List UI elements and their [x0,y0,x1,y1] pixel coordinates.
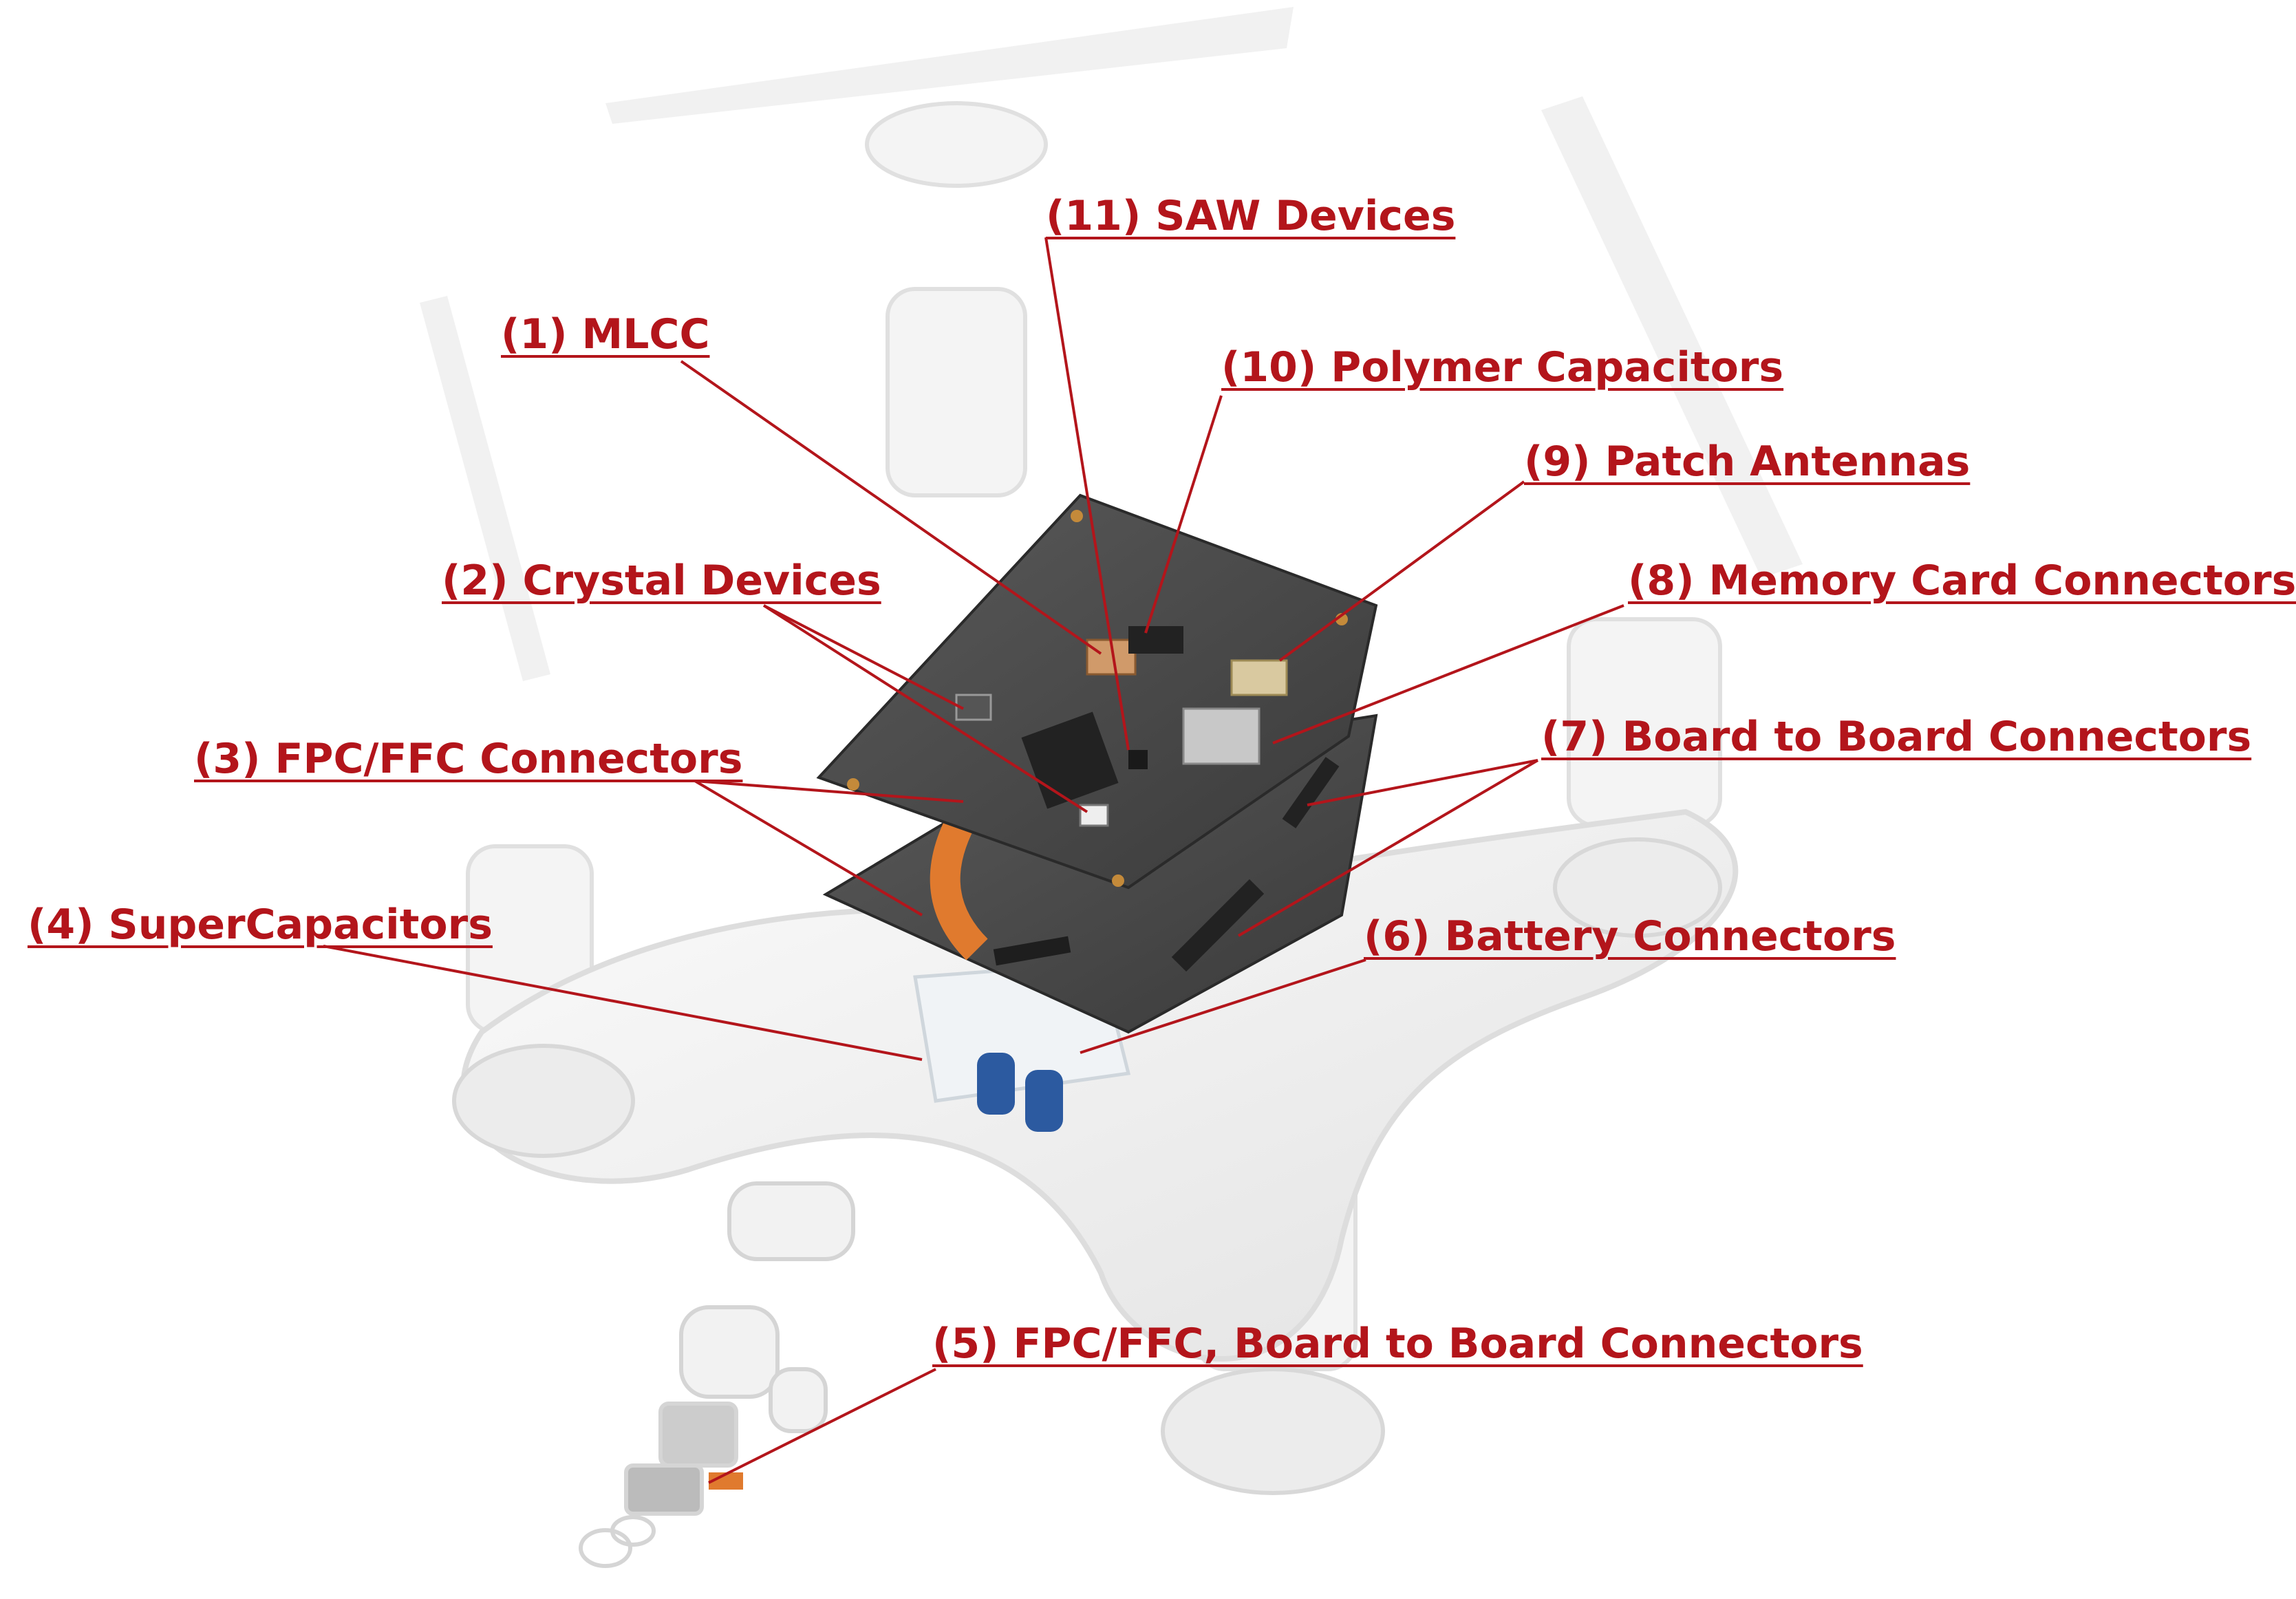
supercapacitor-1 [977,1053,1015,1115]
propeller-blades [420,7,1803,681]
patch-antenna [1230,659,1288,696]
leader-supercap [323,945,923,1061]
label-supercapacitors: (4) SuperCapacitors [28,901,493,949]
leader-patch [1278,480,1525,662]
label-battery-connectors: (6) Battery Connectors [1364,912,1896,961]
leader-saw [1044,237,1130,751]
drone-frame [452,808,1739,1495]
leader-lines [323,237,1624,1484]
saw-device [1128,750,1148,769]
board-to-board-connector [1171,879,1265,972]
leader-b2b-b [1237,759,1539,937]
leader-battery [1080,958,1366,1054]
label-board-to-board-connectors: (7) Board to Board Connectors [1541,713,2252,761]
label-camera-connectors: (5) FPC/FFC, Board to Board Connectors [932,1320,1863,1368]
label-mlcc: (1) MLCC [501,310,710,358]
supercapacitor-2 [1025,1070,1063,1132]
memory-card-connector [1182,707,1260,765]
leader-fpc-b [694,780,923,916]
polymer-capacitors [1128,626,1183,654]
leader-memcard [1272,604,1624,744]
leader-camera [708,1368,936,1484]
label-saw-devices: (11) SAW Devices [1046,192,1456,240]
board-to-board-connector-upper [1282,757,1340,828]
leader-mlcc [680,360,1102,655]
mount-holes [847,510,1348,887]
label-patch-antennas: (9) Patch Antennas [1524,438,1971,486]
crystal-device-2 [1079,804,1109,827]
label-polymer-capacitors: (10) Polymer Capacitors [1221,343,1784,391]
gimbal-camera [579,1181,855,1568]
label-memory-card-connectors: (8) Memory Card Connectors [1628,557,2296,605]
leader-crystal-a [763,604,964,710]
leader-b2b-a [1307,759,1538,806]
leader-crystal-b [762,604,1088,813]
label-fpc-ffc-connectors: (3) FPC/FFC Connectors [194,735,743,783]
leader-polymer [1144,395,1223,634]
leader-fpc-a [694,780,964,803]
label-crystal-devices: (2) Crystal Devices [442,557,881,605]
